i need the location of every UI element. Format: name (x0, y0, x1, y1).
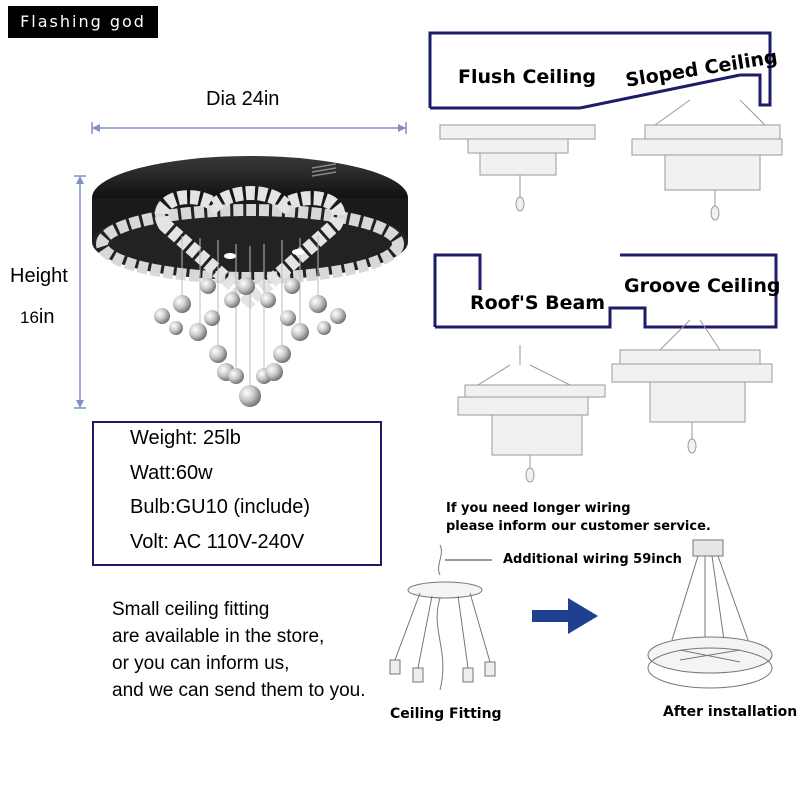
roofs-beam-label: Roof'S Beam (470, 292, 606, 314)
spec-box: Weight: 25lb Watt:60w Bulb:GU10 (include… (92, 421, 382, 566)
chandelier-image (92, 156, 408, 407)
spec-bulb: Bulb:GU10 (include) (130, 496, 311, 518)
height-value: 16in (20, 306, 55, 329)
brand-name: Flashing god (20, 12, 146, 31)
arrow-right-icon (532, 598, 598, 634)
after-installation-drawing (647, 539, 773, 689)
spec-weight: Weight: 25lb (130, 427, 241, 449)
spec-volt: Volt: AC 110V-240V (130, 531, 305, 553)
after-installation-caption: After installation (663, 704, 798, 720)
note-line-3: or you can inform us, (112, 653, 290, 674)
height-number: 16 (20, 308, 39, 327)
beam-ceiling-drawing (457, 345, 606, 483)
sloped-ceiling-drawing (631, 99, 783, 221)
wiring-note-line-2: please inform our customer service. (446, 519, 711, 534)
spec-watt: Watt:60w (130, 462, 213, 484)
diameter-dimension-line (91, 122, 407, 134)
ceiling-fitting-drawing (389, 544, 496, 691)
note-line-2: are available in the store, (112, 626, 325, 647)
flush-ceiling-label: Flush Ceiling (458, 66, 596, 88)
brand-badge: Flashing god (8, 6, 158, 38)
height-unit: in (38, 306, 55, 328)
ceiling-frame-top (428, 31, 772, 110)
height-dimension-line (74, 175, 86, 409)
groove-ceiling-drawing (611, 319, 773, 454)
wiring-note-line-1: If you need longer wiring (446, 501, 631, 516)
ceiling-frame-bottom (433, 253, 778, 329)
height-label: Height (10, 265, 68, 287)
ceiling-fitting-caption: Ceiling Fitting (390, 706, 502, 722)
groove-ceiling-label: Groove Ceiling (624, 275, 781, 297)
flush-ceiling-drawing (439, 124, 596, 212)
diameter-label: Dia 24in (206, 88, 280, 110)
note-line-4: and we can send them to you. (112, 680, 366, 701)
additional-wiring-label: Additional wiring 59inch (503, 552, 682, 567)
note-line-1: Small ceiling fitting (112, 599, 270, 620)
